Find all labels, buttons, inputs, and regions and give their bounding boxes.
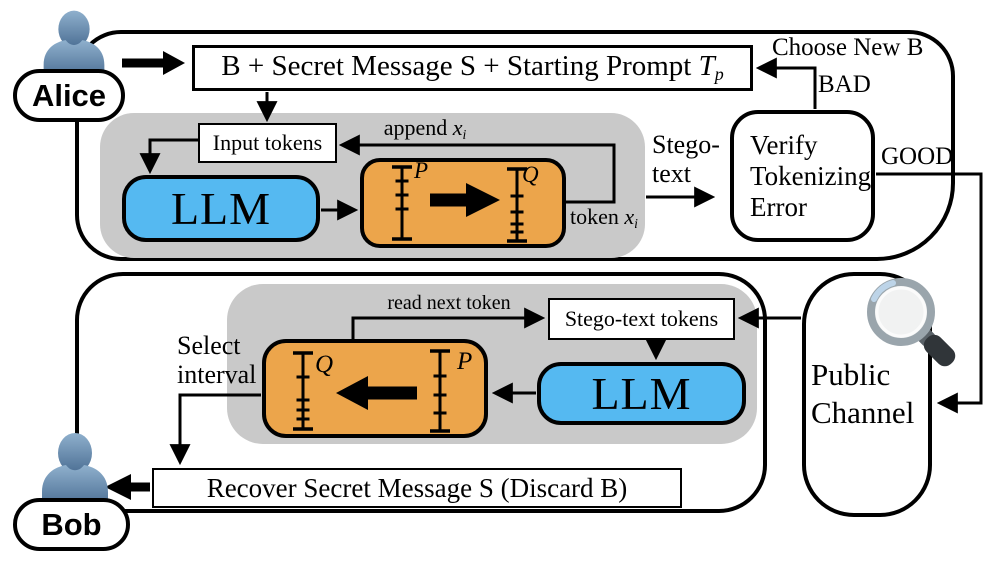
message-box: B + Secret Message S + Starting Prompt T…	[192, 45, 753, 91]
alice-label: Alice	[31, 77, 107, 113]
verify-text: Verify Tokenizing Error	[750, 129, 872, 222]
verify-box: Verify Tokenizing Error	[730, 110, 875, 242]
append-token-label: append xi	[383, 115, 467, 142]
stego-tokens-box: Stego-text tokens	[548, 298, 735, 340]
alice-q-label: Q	[522, 162, 539, 187]
input-tokens-box: Input tokens	[198, 123, 337, 163]
select-interval-label: Select interval	[177, 331, 257, 389]
bob-llm-label: LLM	[591, 368, 692, 419]
bob-bubble: Bob	[13, 498, 130, 551]
bob-region-outline	[75, 272, 767, 513]
recover-box: Recover Secret Message S (Discard B)	[152, 468, 682, 508]
token-xi-label: token xi	[570, 204, 638, 231]
message-box-text: B + Secret Message S + Starting Prompt T…	[221, 50, 724, 85]
alice-llm-label: LLM	[170, 183, 272, 234]
bob-distribution-box	[262, 339, 488, 438]
bob-p-label: P	[457, 348, 473, 375]
stego-text-label: Stego- text	[652, 130, 720, 188]
good-label: GOOD	[881, 143, 954, 170]
stego-tokens-label: Stego-text tokens	[564, 306, 719, 331]
alice-bubble: Alice	[13, 69, 125, 122]
bob-label: Bob	[41, 506, 102, 542]
bob-q-label: Q	[315, 351, 334, 378]
alice-p-label: P	[414, 158, 429, 183]
bob-llm-box: LLM	[537, 362, 746, 425]
read-next-token-label: read next token	[387, 292, 511, 314]
choose-new-b-label: Choose New B	[772, 34, 924, 61]
input-tokens-label: Input tokens	[212, 130, 323, 155]
bad-label: BAD	[818, 71, 871, 98]
alice-llm-box: LLM	[122, 175, 320, 242]
recover-label: Recover Secret Message S (Discard B)	[206, 472, 628, 503]
alice-region-outline	[75, 30, 955, 261]
public-channel-label: Public Channel	[811, 357, 915, 430]
